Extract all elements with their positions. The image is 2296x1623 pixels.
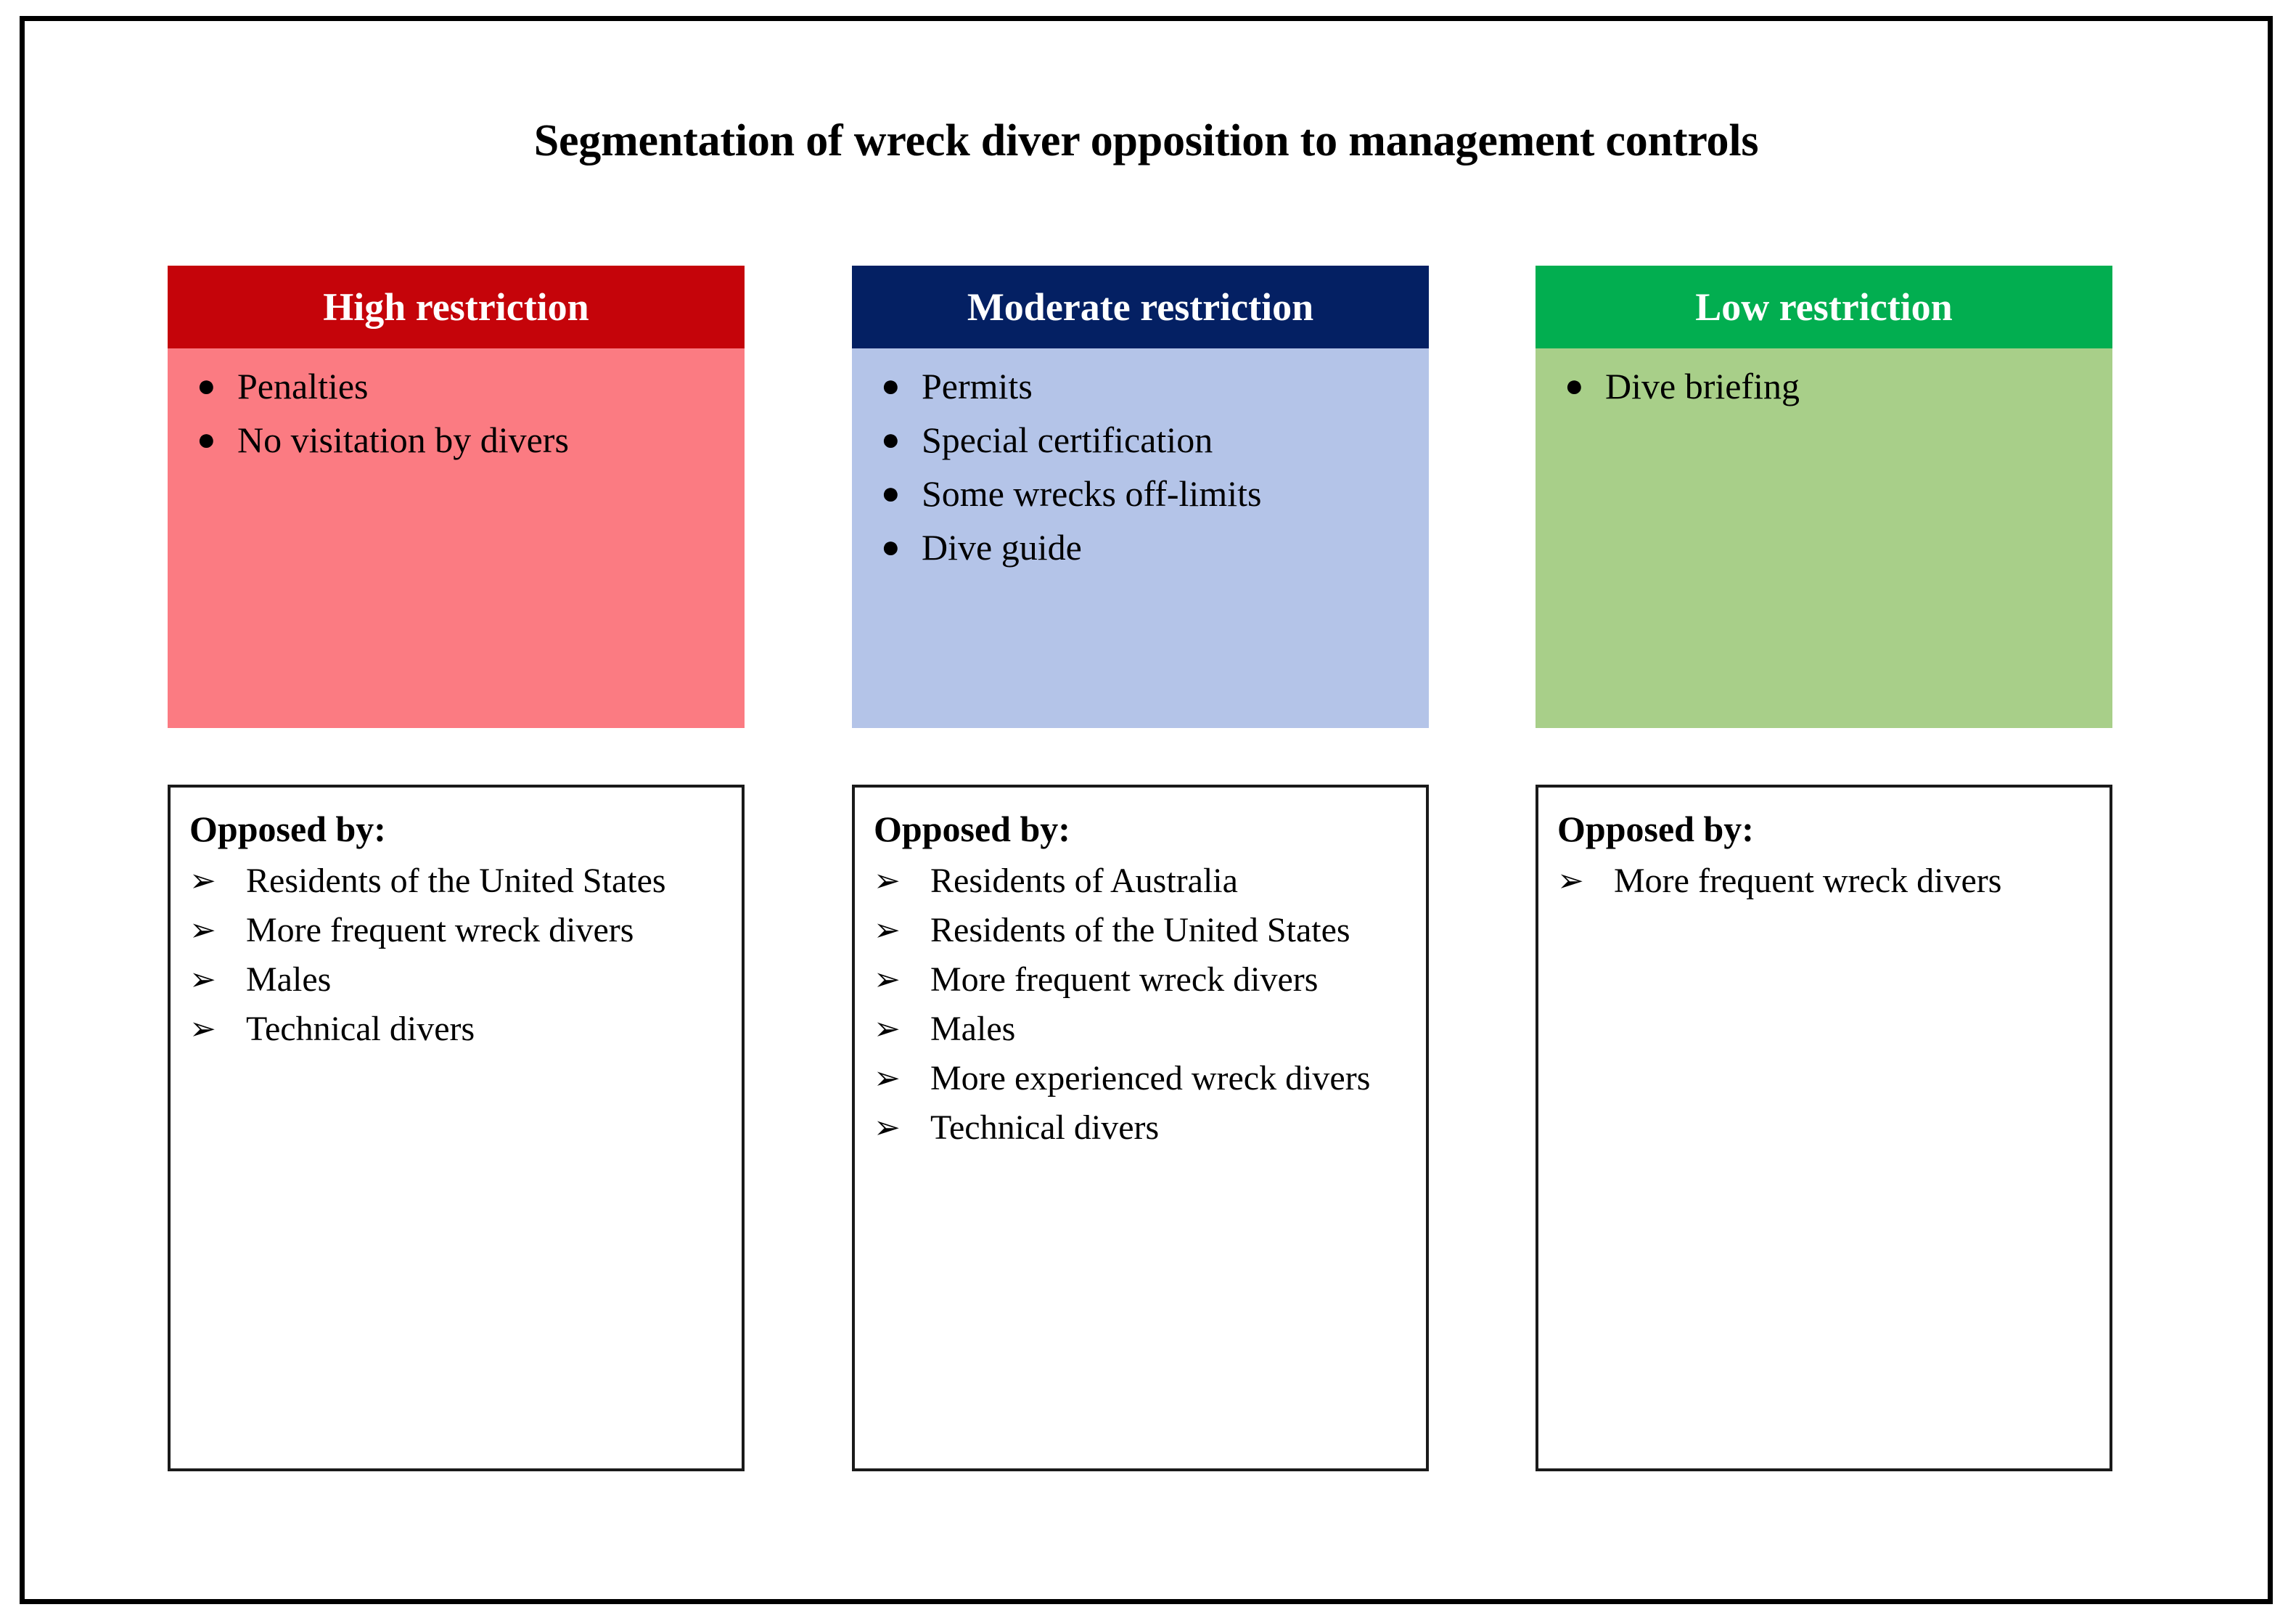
arrow-bullet-icon: ➢: [189, 912, 216, 948]
opposed-by-item: Males: [246, 960, 332, 999]
list-item: ➢ More frequent wreck divers: [874, 956, 1411, 1004]
opposed-by-item: Residents of Australia: [930, 862, 1238, 900]
list-item: ➢ More frequent wreck divers: [1557, 857, 2095, 905]
bullet-dot-icon: ●: [881, 422, 901, 457]
card-header-low: Low restriction: [1536, 266, 2112, 348]
bullet-dot-icon: ●: [197, 422, 216, 457]
list-item: ➢ Males: [189, 956, 727, 1004]
opposed-by-item: Residents of the United States: [930, 911, 1350, 949]
bullet-dot-icon: ●: [881, 529, 901, 565]
opposed-by-item: Technical divers: [930, 1108, 1160, 1147]
list-item: ➢ Residents of Australia: [874, 857, 1411, 905]
arrow-bullet-icon: ➢: [189, 1011, 216, 1047]
opposed-by-box-low: Opposed by: ➢ More frequent wreck divers: [1536, 785, 2112, 1471]
figure-title: Segmentation of wreck diver opposition t…: [533, 116, 1759, 165]
card-body-moderate: ● Permits ● Special certification ● Some…: [852, 348, 1429, 728]
opposed-by-item: Males: [930, 1010, 1016, 1048]
arrow-bullet-icon: ➢: [874, 863, 901, 899]
list-item: ● Some wrecks off-limits: [871, 469, 1410, 518]
list-item: ➢ Technical divers: [189, 1005, 727, 1053]
restriction-card-moderate: Moderate restriction ● Permits ● Special…: [852, 266, 1429, 728]
opposed-by-item: More frequent wreck divers: [1614, 862, 2002, 900]
list-item: ➢ More frequent wreck divers: [189, 907, 727, 954]
opposed-by-heading: Opposed by:: [874, 809, 1070, 849]
opposed-by-item: More frequent wreck divers: [930, 960, 1319, 999]
arrow-bullet-icon: ➢: [874, 1011, 901, 1047]
bullet-dot-icon: ●: [197, 368, 216, 404]
list-item: ➢ Residents of the United States: [874, 907, 1411, 954]
control-label: Permits: [922, 366, 1033, 406]
list-item: ● Dive guide: [871, 523, 1410, 572]
restriction-card-low: Low restriction ● Dive briefing: [1536, 266, 2112, 728]
list-item: ● Dive briefing: [1554, 361, 2094, 411]
arrow-bullet-icon: ➢: [189, 962, 216, 997]
card-body-high: ● Penalties ● No visitation by divers: [168, 348, 745, 728]
opposed-by-item: More experienced wreck divers: [930, 1059, 1371, 1097]
opposed-by-heading: Opposed by:: [1557, 809, 1754, 849]
card-header-moderate: Moderate restriction: [852, 266, 1429, 348]
control-label: Penalties: [237, 366, 369, 406]
list-item: ➢ More experienced wreck divers: [874, 1055, 1411, 1103]
arrow-bullet-icon: ➢: [1557, 863, 1584, 899]
list-item: ➢ Males: [874, 1005, 1411, 1053]
card-body-low: ● Dive briefing: [1536, 348, 2112, 728]
opposed-by-box-moderate: Opposed by: ➢ Residents of Australia ➢ R…: [852, 785, 1429, 1471]
arrow-bullet-icon: ➢: [874, 962, 901, 997]
arrow-bullet-icon: ➢: [874, 912, 901, 948]
list-item: ➢ Technical divers: [874, 1104, 1411, 1152]
bullet-dot-icon: ●: [881, 475, 901, 511]
control-label: Some wrecks off-limits: [922, 473, 1262, 514]
control-label: Dive briefing: [1605, 366, 1800, 406]
opposed-by-heading: Opposed by:: [189, 809, 386, 849]
arrow-bullet-icon: ➢: [874, 1060, 901, 1096]
control-label: No visitation by divers: [237, 420, 569, 460]
restriction-card-high: High restriction ● Penalties ● No visita…: [168, 266, 745, 728]
arrow-bullet-icon: ➢: [189, 863, 216, 899]
list-item: ● No visitation by divers: [186, 415, 726, 465]
opposed-by-item: More frequent wreck divers: [246, 911, 634, 949]
figure-frame: Segmentation of wreck diver opposition t…: [20, 16, 2273, 1604]
opposed-by-item: Residents of the United States: [246, 862, 666, 900]
arrow-bullet-icon: ➢: [874, 1110, 901, 1145]
list-item: ● Special certification: [871, 415, 1410, 465]
list-item: ● Penalties: [186, 361, 726, 411]
bullet-dot-icon: ●: [881, 368, 901, 404]
card-header-high: High restriction: [168, 266, 745, 348]
list-item: ➢ Residents of the United States: [189, 857, 727, 905]
opposed-by-box-high: Opposed by: ➢ Residents of the United St…: [168, 785, 745, 1471]
opposed-by-item: Technical divers: [246, 1010, 475, 1048]
bullet-dot-icon: ●: [1565, 368, 1584, 404]
control-label: Dive guide: [922, 527, 1082, 568]
list-item: ● Permits: [871, 361, 1410, 411]
control-label: Special certification: [922, 420, 1213, 460]
